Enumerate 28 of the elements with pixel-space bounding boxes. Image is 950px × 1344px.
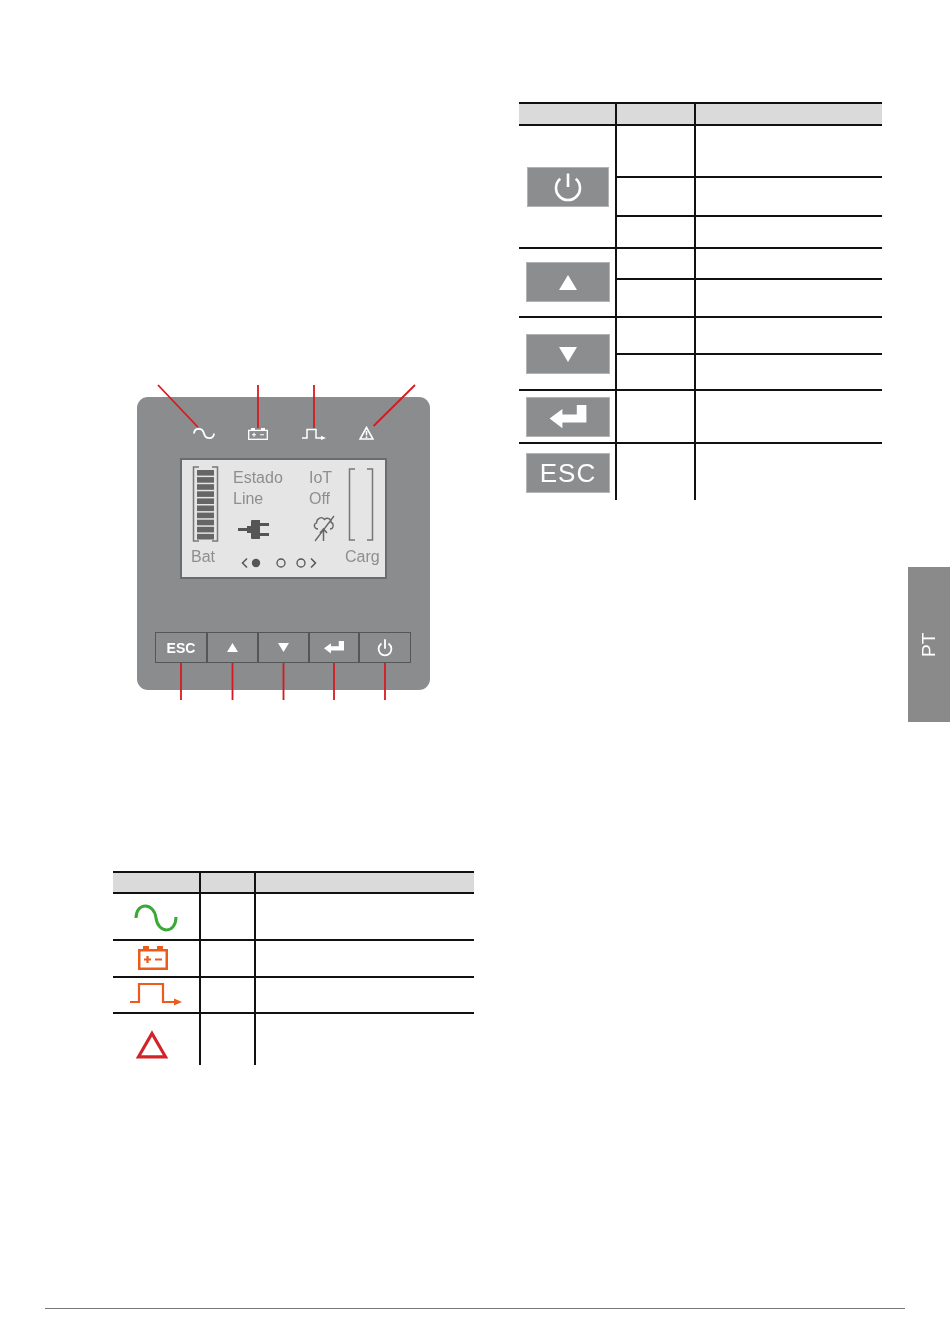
leader-line: [333, 662, 335, 701]
warning-icon: [359, 426, 374, 440]
lcd-display: [180, 458, 387, 579]
leader-line: [384, 662, 386, 701]
leader-line: [313, 384, 315, 429]
control-panel: [137, 397, 430, 690]
language-tab: PT: [908, 567, 950, 722]
enter-button: [309, 632, 359, 663]
load-caption: Carg: [345, 548, 380, 566]
up-button: [207, 632, 258, 663]
leader-line: [282, 662, 285, 701]
sine-wave-icon: [193, 427, 215, 440]
battery-caption: Bat: [191, 548, 215, 566]
status-heading: Estado: [233, 469, 283, 487]
iot-heading: IoT: [309, 469, 333, 487]
leader-line: [257, 384, 259, 429]
leader-line: [157, 384, 199, 428]
esc-key: ESC: [526, 453, 610, 493]
square-pulse-icon: [302, 428, 326, 440]
iot-value: Off: [309, 490, 331, 508]
down-button: [258, 632, 309, 663]
power-button: [359, 632, 411, 663]
esc-button: ESC: [155, 632, 207, 663]
status-value: Line: [233, 490, 264, 508]
leader-line: [372, 384, 416, 427]
battery-icon: [248, 428, 268, 440]
leader-line: [231, 662, 234, 701]
leader-line: [180, 662, 182, 701]
